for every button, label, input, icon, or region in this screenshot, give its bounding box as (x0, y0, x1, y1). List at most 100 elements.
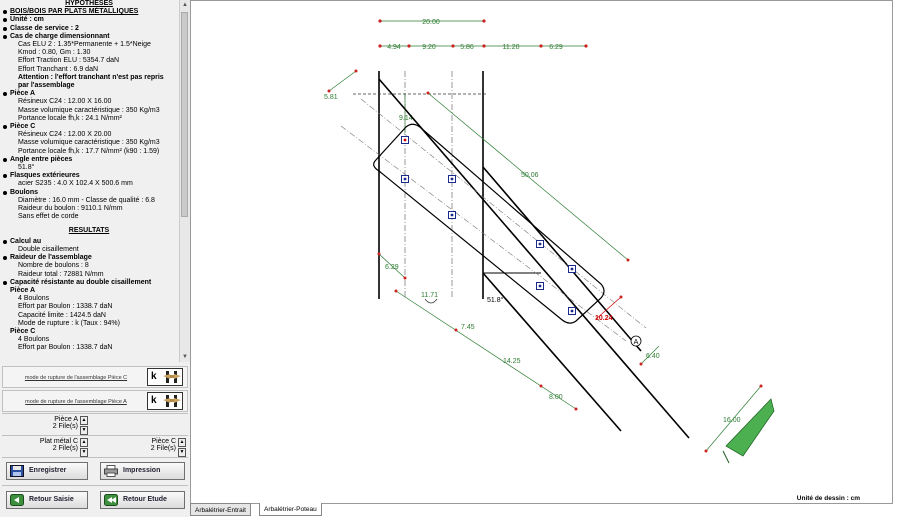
bolt (536, 240, 544, 248)
piece-a-files-spinner[interactable]: Pièce A 2 File(s) ▲▼ (40, 416, 88, 435)
report-line: acier S235 : 4.0 X 102.4 X 500.6 mm (18, 180, 133, 188)
dim-1024: 10.24 (595, 315, 613, 322)
mode-rupture-piece-c[interactable]: mode de rupture de l'assemblage Pièce C … (2, 366, 188, 388)
angle-label: 51.8° (487, 296, 504, 304)
back-input-label: Retour Saisie (29, 496, 74, 503)
section-edge (722, 450, 730, 464)
tab-arbaletrier-poteau[interactable]: Arbalétrier-Poteau (259, 503, 322, 516)
dim-endpoint (451, 44, 455, 48)
dim-part-4: 11.20 (503, 44, 520, 51)
dim-endpoint (407, 44, 411, 48)
scroll-down-icon[interactable]: ▼ (182, 354, 188, 360)
dim-line-1024 (595, 296, 622, 320)
save-button[interactable]: Enregistrer (6, 462, 88, 480)
rupture-mode-icon[interactable]: k (147, 368, 183, 386)
dim-endpoint (378, 19, 382, 23)
spin-up-icon[interactable]: ▲ (178, 438, 186, 447)
back-input-button[interactable]: Retour Saisie (6, 491, 88, 509)
dim-914: 9.14 (399, 115, 413, 122)
bolt (448, 175, 456, 183)
piece-c-files-spinner[interactable]: Pièce C 2 File(s) ▲▼ (128, 438, 186, 457)
separator (2, 485, 188, 486)
scroll-up-icon[interactable]: ▲ (182, 2, 188, 8)
tab-arbaletrier-entrait[interactable]: Arbalétrier-Entrait (190, 503, 251, 516)
report-line: Capacité résistante au double cisailleme… (0, 279, 178, 287)
dim-part-1: 4.94 (387, 44, 401, 51)
dim-line-640 (640, 345, 660, 365)
report-line: Pièce A (0, 90, 178, 98)
scroll-thumb[interactable] (181, 12, 188, 217)
report-line: 51.8° (18, 164, 35, 172)
mode-rupture-piece-c-label[interactable]: mode de rupture de l'assemblage Pièce C (24, 375, 128, 381)
unit-label: Unité de dessin : cm (796, 495, 860, 502)
results-title: RESULTATS (68, 227, 110, 235)
report-line: Nombre de boulons : 8 (18, 262, 89, 270)
rafter-axis-2 (340, 125, 627, 342)
print-button[interactable]: Impression (100, 462, 185, 480)
assembly-drawing[interactable]: 20.00 4.94 9.20 5.86 11.20 6.29 5.81 9.1… (191, 1, 892, 503)
spin-down-icon[interactable]: ▼ (80, 426, 88, 435)
bolt (568, 307, 576, 315)
rafter-edge-mid (482, 166, 642, 352)
section-hatch (725, 398, 775, 457)
report-line: Unité : cm (0, 16, 178, 24)
dim-line-5006 (427, 92, 629, 261)
printer-icon (104, 465, 118, 477)
report-line: Cas ELU 2 : 1.35*Permanente + 1.5*Neige (18, 41, 151, 49)
report-scrollbar[interactable]: ▲ ▼ (179, 0, 190, 362)
piece-a-files-value: 2 File(s) (52, 423, 78, 430)
report-line: Diamètre : 16.0 mm - Classe de qualité :… (18, 196, 155, 204)
bolt-rupture-icon-a (163, 395, 181, 407)
bolt (401, 175, 409, 183)
report-line: Résineux C24 : 12.00 X 16.00 (18, 98, 112, 106)
back-study-label: Retour Etude (123, 496, 167, 503)
report-line: Portance locale fh,k : 24.1 N/mm² (18, 114, 122, 122)
bolt-group (401, 136, 576, 315)
rafter-edge-upper (378, 78, 690, 439)
dim-629: 6.29 (385, 264, 399, 271)
dim-part-endpoints (378, 44, 588, 48)
report-line: Portance locale fh,k : 17.7 N/mm² (k90 :… (18, 147, 160, 155)
separator (2, 413, 188, 414)
dim-endpoint (482, 19, 486, 23)
bolt (401, 136, 409, 144)
report-line: Masse volumique caractéristique : 350 Kg… (18, 106, 160, 114)
report-line: Mode de rupture : k (Taux : 94%) (18, 319, 120, 327)
rupture-mode-letter-a: k (151, 395, 157, 406)
dim-745: 7.45 (461, 324, 475, 331)
report-line: 4 Boulons (18, 295, 50, 303)
dim-left: 5.81 (324, 94, 338, 101)
report-line: Raideur total : 72881 N/mm (18, 270, 104, 278)
dim-1425: 14.25 (503, 358, 521, 365)
dim-endpoint (378, 44, 382, 48)
piece-c-files-label: Pièce C (151, 438, 176, 445)
back-study-button[interactable]: Retour Etude (100, 491, 185, 509)
drawing-canvas[interactable]: 20.00 4.94 9.20 5.86 11.20 6.29 5.81 9.1… (190, 0, 893, 504)
dim-line-629 (378, 253, 406, 279)
report-line: par l'assemblage (18, 82, 75, 90)
plat-c-files-spinner[interactable]: Plat métal C 2 File(s) ▲▼ (30, 438, 88, 457)
plat-c-files-value: 2 File(s) (52, 445, 78, 452)
report-line: Pièce C (0, 123, 178, 131)
report-line: Boulons (0, 189, 178, 197)
spin-up-icon[interactable]: ▲ (80, 416, 88, 425)
angle-arc-icon (424, 298, 438, 304)
dim-part-5: 6.29 (549, 44, 563, 51)
separator (2, 435, 188, 436)
spin-down-icon[interactable]: ▼ (178, 448, 186, 457)
plat-c-files-label: Plat métal C (39, 438, 78, 445)
report-line: Attention : l'effort tranchant n'est pas… (18, 73, 164, 81)
section-marker-label: A (634, 339, 639, 346)
rupture-mode-letter: k (151, 371, 157, 382)
report-line: 4 Boulons (18, 336, 50, 344)
spin-up-icon[interactable]: ▲ (80, 438, 88, 447)
report-line: Double cisaillement (18, 245, 79, 253)
mode-rupture-piece-a-label[interactable]: mode de rupture de l'assemblage Pièce A (25, 399, 127, 405)
report-line: Flasques extérieures (0, 172, 178, 180)
spin-down-icon[interactable]: ▼ (80, 448, 88, 457)
steel-plate-outline (373, 123, 605, 324)
rupture-mode-icon-a[interactable]: k (147, 392, 183, 410)
save-button-label: Enregistrer (29, 467, 67, 474)
mode-rupture-piece-a[interactable]: mode de rupture de l'assemblage Pièce A … (2, 390, 188, 412)
